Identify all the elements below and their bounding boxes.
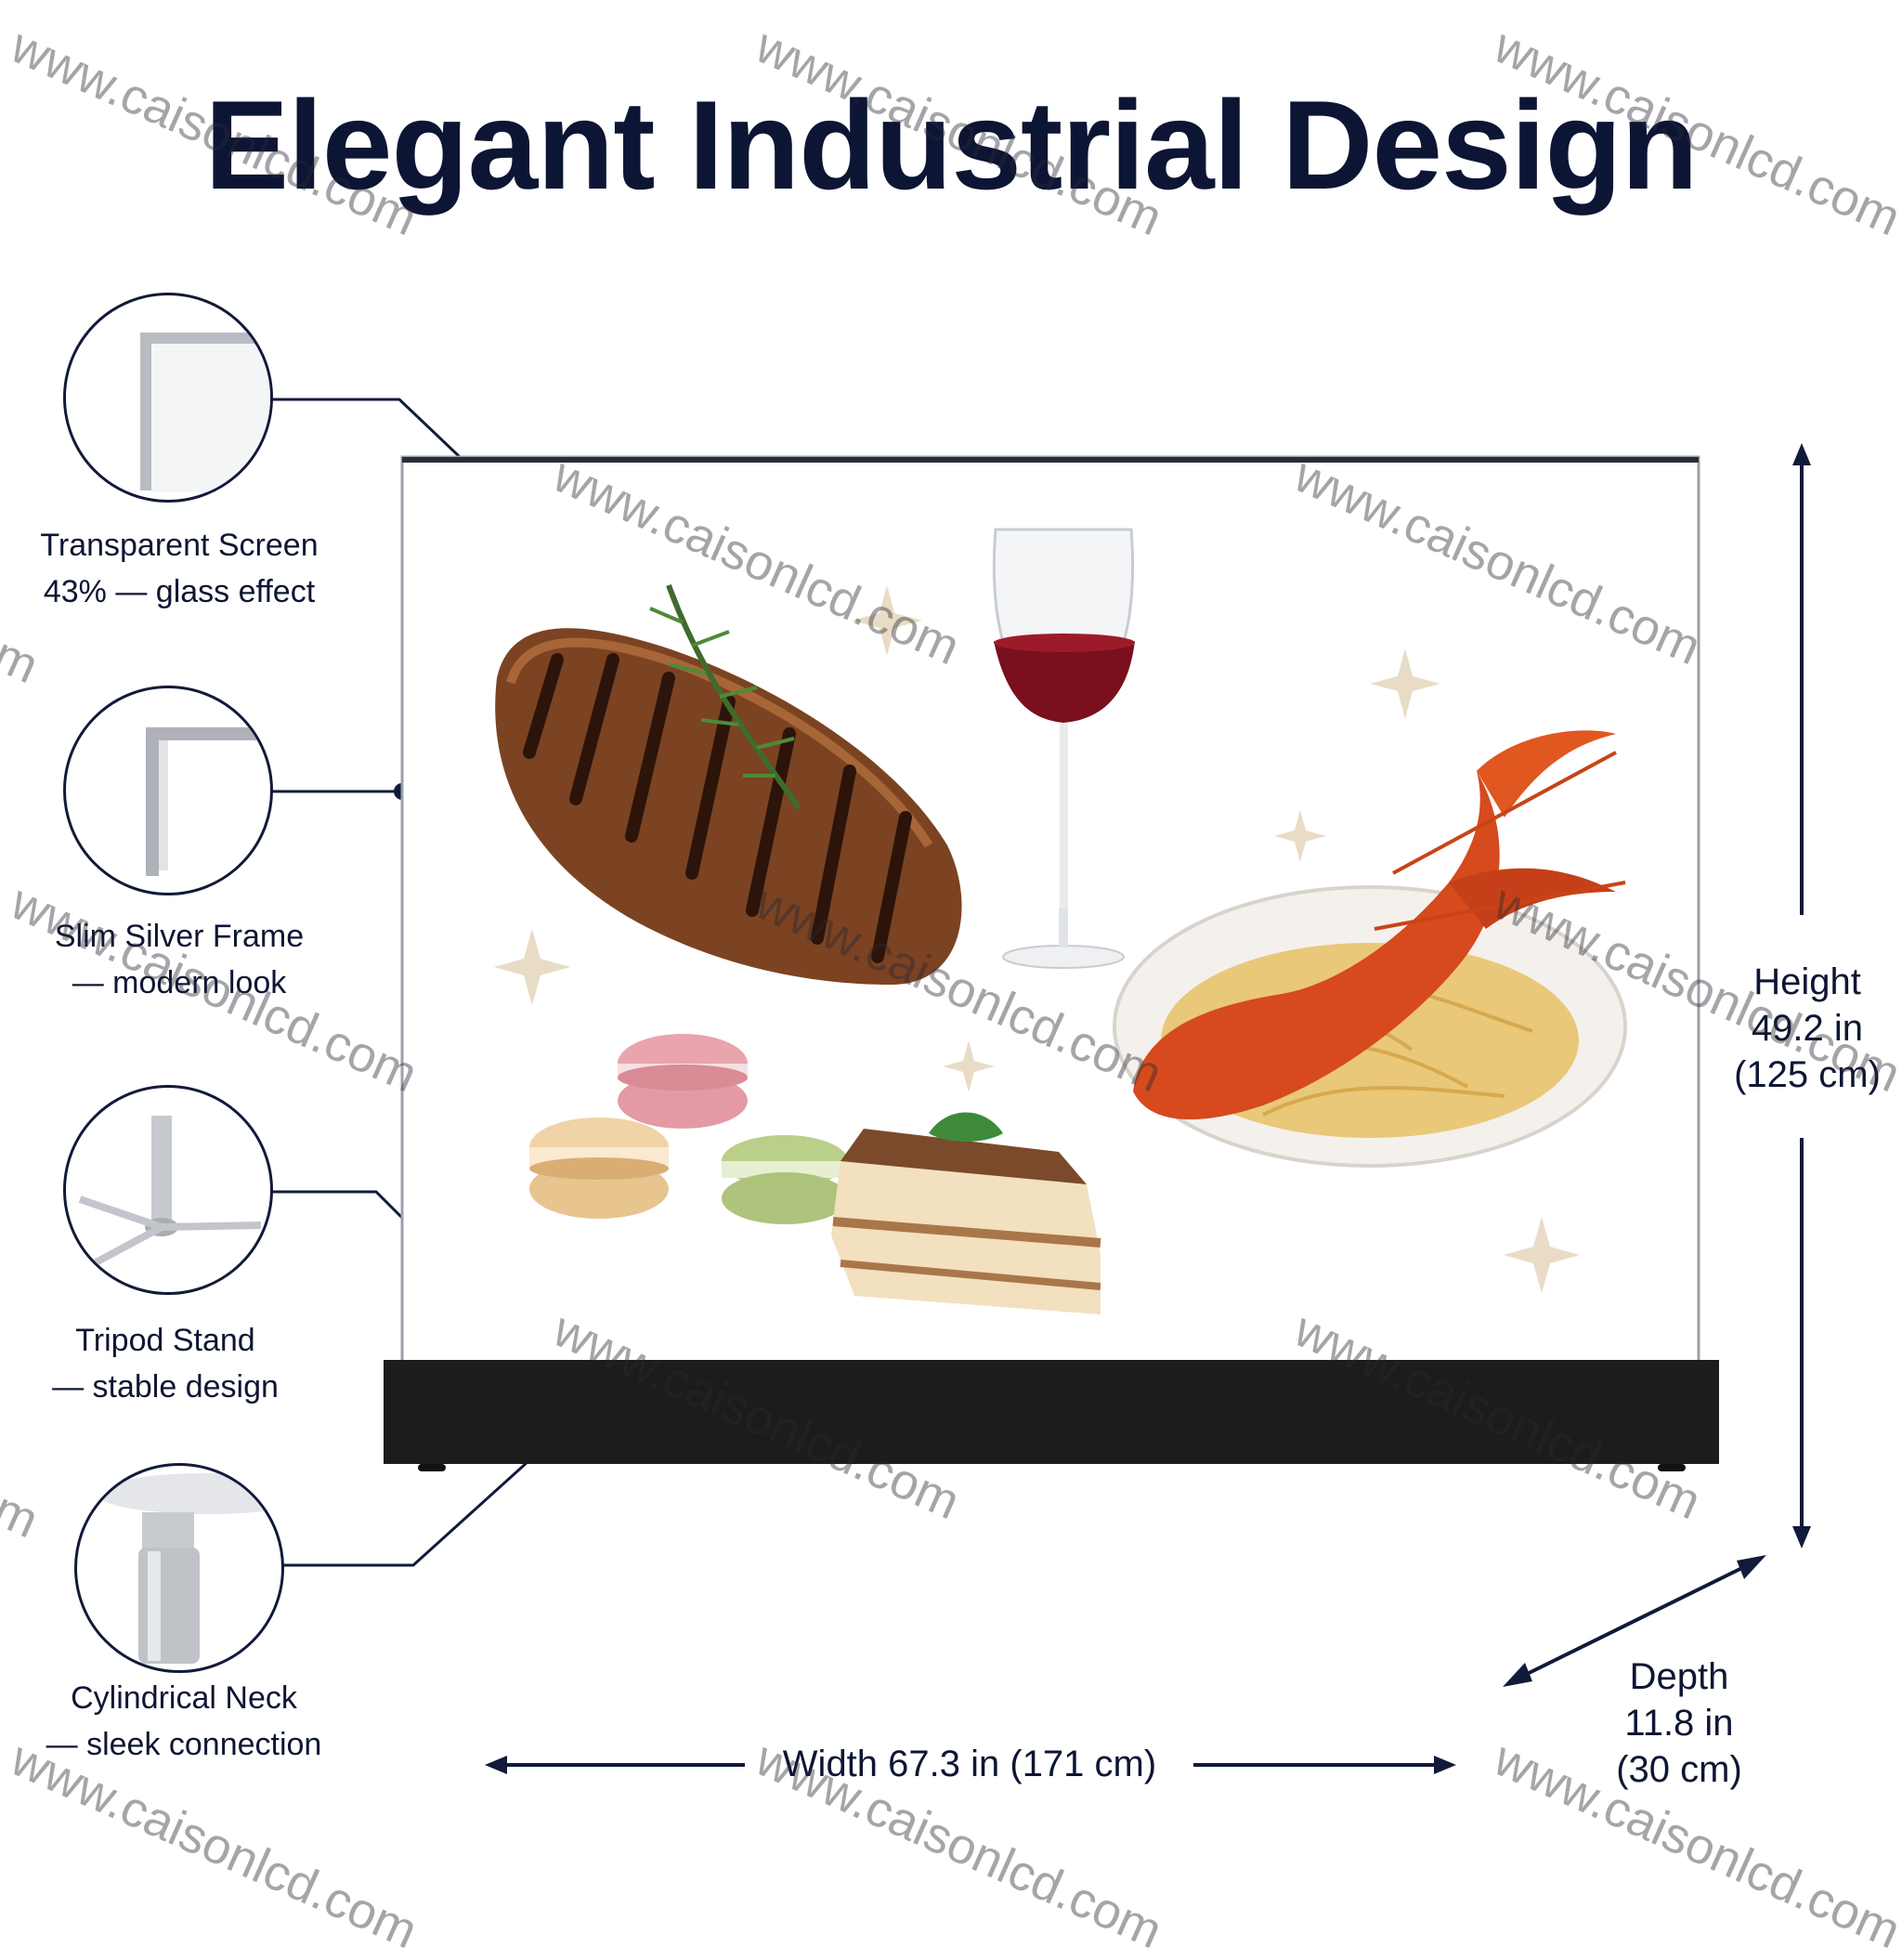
display-base bbox=[384, 1360, 1719, 1464]
macarons-image bbox=[529, 1034, 848, 1224]
depth-arrow bbox=[1503, 1555, 1766, 1687]
height-dimension-label: Height 49.2 in (125 cm) bbox=[1734, 961, 1881, 1095]
feature-label-slim-frame: Slim Silver Frame— modern look bbox=[54, 919, 305, 1000]
frame-corner-icon bbox=[63, 686, 273, 895]
transparent-display-product bbox=[384, 455, 1719, 1471]
feature-label-cylindrical-neck: Cylindrical Neck— sleek connection bbox=[46, 1680, 322, 1762]
tiramisu-image bbox=[831, 1112, 1101, 1314]
steak-image bbox=[495, 583, 962, 985]
depth-dimension-label: Depth 11.8 in (30 cm) bbox=[1616, 1656, 1742, 1790]
height-arrow bbox=[1792, 443, 1811, 1548]
tripod-icon bbox=[63, 1085, 273, 1295]
width-arrow bbox=[485, 1756, 1456, 1774]
lobster-pasta-image bbox=[1113, 730, 1627, 1168]
feature-label-tripod-stand: Tripod Stand— stable design bbox=[52, 1323, 279, 1405]
cylinder-neck-icon bbox=[74, 1463, 284, 1673]
page-title: Elegant Industrial Design bbox=[204, 74, 1698, 216]
screen-corner-icon bbox=[63, 293, 273, 503]
wine-glass-image bbox=[992, 528, 1135, 969]
width-dimension-label: Width 67.3 in (171 cm) bbox=[782, 1744, 1157, 1784]
